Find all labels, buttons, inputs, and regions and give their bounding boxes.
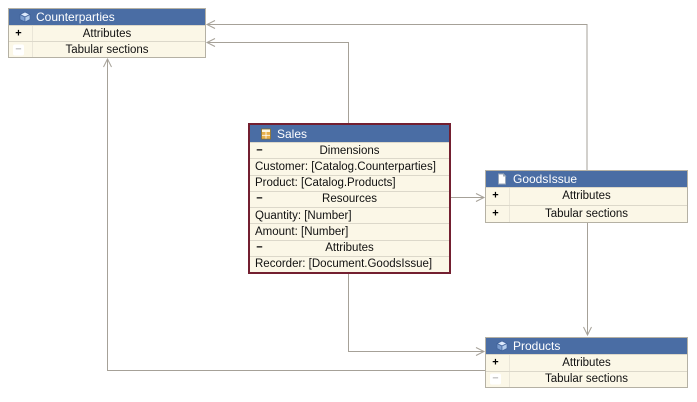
expand-icon[interactable]: − <box>490 373 501 385</box>
row-label: Attributes <box>325 242 374 255</box>
row-tabular-sections[interactable]: − Tabular sections <box>9 41 205 57</box>
row-resources[interactable]: − Resources <box>250 190 449 207</box>
node-products[interactable]: Products + Attributes − Tabular sections <box>485 337 688 388</box>
connector-sales-goodsissue <box>451 193 486 202</box>
row-label: Product: [Catalog.Products] <box>255 177 396 190</box>
row-label: Tabular sections <box>544 373 629 386</box>
row-recorder[interactable]: Recorder: [Document.GoodsIssue] <box>250 255 449 272</box>
connector-sales-products <box>348 274 486 356</box>
row-customer[interactable]: Customer: [Catalog.Counterparties] <box>250 158 449 174</box>
connector-products-counterparties <box>103 57 485 371</box>
row-dimensions[interactable]: − Dimensions <box>250 142 449 158</box>
expand-icon[interactable]: − <box>256 192 263 205</box>
row-attributes[interactable]: + Attributes <box>9 25 205 41</box>
node-counterparties[interactable]: Counterparties + Attributes − Tabular se… <box>8 8 206 58</box>
expand-icon[interactable]: − <box>13 44 24 55</box>
node-counterparties-header[interactable]: Counterparties <box>9 9 205 25</box>
expand-icon[interactable]: + <box>15 27 22 39</box>
node-sales-header[interactable]: Sales <box>250 125 449 142</box>
row-label: Attributes <box>562 356 611 369</box>
expand-icon[interactable]: − <box>256 144 263 157</box>
connector-goodsissue-counterparties <box>205 20 588 170</box>
document-icon <box>498 173 507 185</box>
row-label: Attributes <box>82 27 132 40</box>
connector-sales-counterparties <box>205 38 349 123</box>
row-attributes[interactable]: + Attributes <box>486 354 687 371</box>
row-product[interactable]: Product: [Catalog.Products] <box>250 174 449 191</box>
catalog-icon <box>496 340 508 352</box>
row-attributes[interactable]: − Attributes <box>250 239 449 256</box>
row-tabular-sections[interactable]: + Tabular sections <box>486 204 687 223</box>
expand-icon[interactable]: + <box>492 189 499 202</box>
row-label: Tabular sections <box>65 43 149 56</box>
expand-icon[interactable]: − <box>256 241 263 254</box>
row-label: Recorder: [Document.GoodsIssue] <box>255 258 433 271</box>
row-label: Dimensions <box>319 144 380 157</box>
node-title: Counterparties <box>36 10 115 24</box>
row-quantity[interactable]: Quantity: [Number] <box>250 207 449 223</box>
expand-icon[interactable]: + <box>492 207 499 220</box>
row-attributes[interactable]: + Attributes <box>486 187 687 205</box>
node-title: Products <box>513 339 561 353</box>
row-label: Tabular sections <box>544 207 629 220</box>
node-sales[interactable]: Sales − Dimensions Customer: [Catalog.Co… <box>248 123 451 274</box>
row-label: Resources <box>322 193 377 206</box>
row-label: Attributes <box>562 190 611 203</box>
row-label: Amount: [Number] <box>255 225 349 238</box>
node-goodsissue[interactable]: GoodsIssue + Attributes + Tabular sectio… <box>485 170 688 223</box>
node-products-header[interactable]: Products <box>486 338 687 354</box>
row-label: Quantity: [Number] <box>255 209 352 222</box>
node-title: GoodsIssue <box>513 172 578 186</box>
node-goodsissue-header[interactable]: GoodsIssue <box>486 171 687 187</box>
register-icon <box>261 128 271 139</box>
row-amount[interactable]: Amount: [Number] <box>250 223 449 239</box>
node-title: Sales <box>277 126 308 141</box>
connector-goodsissue-products <box>583 223 592 337</box>
catalog-icon <box>19 11 31 23</box>
row-label: Customer: [Catalog.Counterparties] <box>255 160 436 173</box>
row-tabular-sections[interactable]: − Tabular sections <box>486 370 687 388</box>
expand-icon[interactable]: + <box>492 356 499 369</box>
